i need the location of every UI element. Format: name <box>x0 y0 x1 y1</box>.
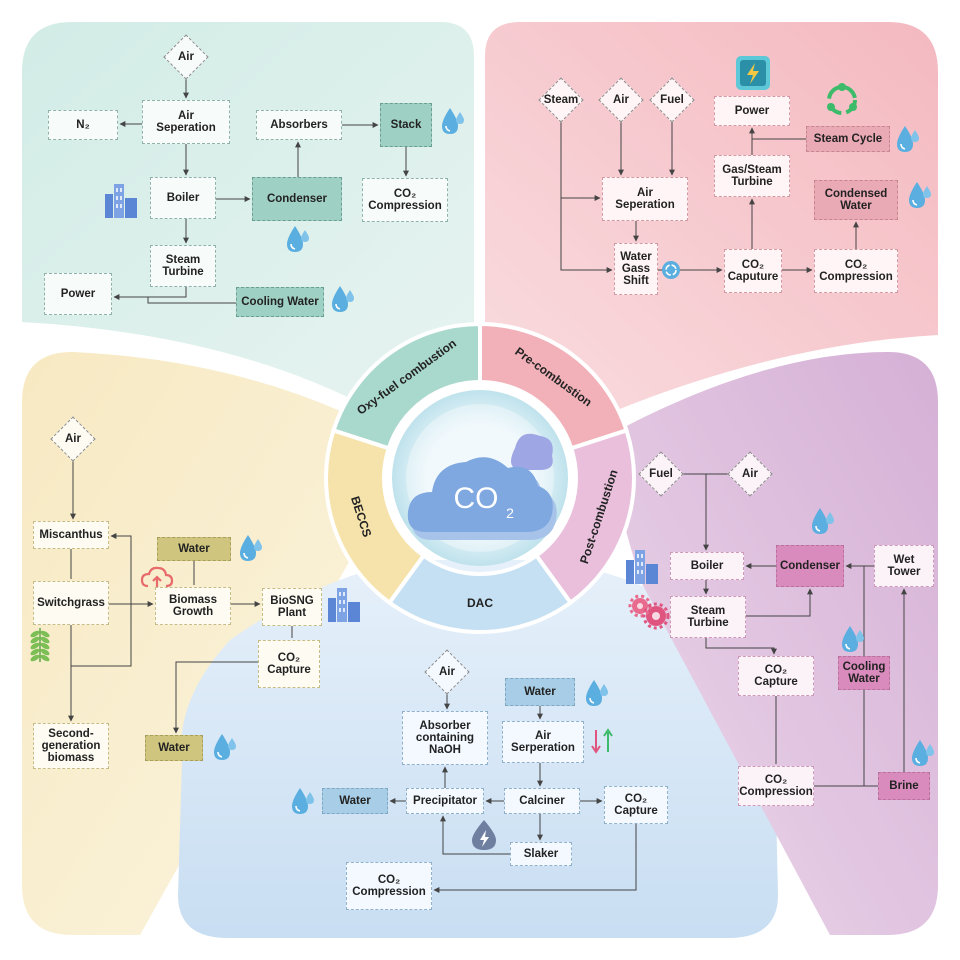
dac-precipitator-box: Precipitator <box>406 788 484 814</box>
post-turbine-to-capture <box>705 638 777 655</box>
dac-slaker-to-precip <box>440 815 510 855</box>
water-drop-icon <box>240 535 262 561</box>
beccs-air-label: Air <box>65 433 81 445</box>
arrows-icon <box>591 728 613 754</box>
dac-water-left-box: Water <box>322 788 388 814</box>
water-drop-icon <box>214 734 236 760</box>
pre-air-label: Air <box>613 94 629 106</box>
sector-beccs <box>324 427 427 606</box>
beccs-water-top-box: Water <box>157 537 231 561</box>
beccs-biomass-growth-box: Biomass Growth <box>155 587 231 625</box>
oxy-cooling-line <box>147 297 236 304</box>
energy-drop-icon <box>472 820 496 850</box>
pre-condensed-water-box: Condensed Water <box>814 180 898 220</box>
oxy-turbine-to-power <box>113 287 187 300</box>
water-drop-icon <box>897 126 919 152</box>
co2-subscript: 2 <box>506 505 514 521</box>
water-drop-icon <box>586 680 608 706</box>
pre-gas-steam-turbine-box: Gas/Steam Turbine <box>714 155 790 197</box>
pre-co2-compression-box: CO₂ Compression <box>814 249 898 293</box>
co2-cloud-icon: CO 2 <box>407 433 557 540</box>
precombustion-panel <box>485 22 938 430</box>
pre-steam-label: Steam <box>543 94 579 106</box>
post-steam-turbine-box: Steam Turbine <box>670 596 746 638</box>
post-air-label: Air <box>742 468 758 480</box>
beccs-miscanthus-box: Miscanthus <box>33 521 109 549</box>
post-boiler-box: Boiler <box>670 552 744 580</box>
dac-water-top-box: Water <box>505 678 575 706</box>
post-condenser-box: Condenser <box>776 545 844 587</box>
beccs-loop-misc <box>110 533 132 604</box>
water-drop-icon <box>842 626 864 652</box>
oxyfuel-air-label: Air <box>178 51 194 63</box>
leaf-icon <box>30 628 50 662</box>
oxyfuel-air-separation-box: Air Seperation <box>142 100 230 144</box>
water-drop-icon <box>442 108 464 134</box>
oxyfuel-steam-turbine-box: Steam Turbine <box>150 245 216 287</box>
cloud-upload-icon <box>140 566 174 588</box>
pre-power-box: Power <box>714 96 790 126</box>
water-drop-icon <box>332 286 354 312</box>
beccs-biosng-plant-box: BioSNG Plant <box>262 588 322 626</box>
beccs-panel <box>22 352 390 935</box>
water-drop-icon <box>912 740 934 766</box>
sector-label-dac: DAC <box>467 596 493 610</box>
water-drop-icon <box>909 182 931 208</box>
beccs-co2-capture-box: CO₂ Capture <box>258 640 320 688</box>
factory-icon <box>626 550 658 584</box>
recycle-icon <box>827 83 857 115</box>
post-cooling-water-box: Cooling Water <box>838 656 890 690</box>
oxyfuel-n2-box: N₂ <box>48 110 118 140</box>
post-co2-capture-box: CO₂ Capture <box>738 656 814 696</box>
factory-icon <box>105 184 137 218</box>
oxyfuel-absorbers-box: Absorbers <box>256 110 342 140</box>
oxyfuel-cooling-water-box: Cooling Water <box>236 287 324 317</box>
connectors <box>68 73 907 893</box>
pre-air-separation-box: Air Seperation <box>602 177 688 221</box>
beccs-capture-to-water <box>173 661 258 734</box>
water-drop-icon <box>292 788 314 814</box>
dac-slaker-box: Slaker <box>510 842 572 866</box>
pre-water-gas-shift-box: Water Gass Shift <box>614 243 658 295</box>
water-drop-icon <box>812 508 834 534</box>
dac-absorber-box: Absorber containing NaOH <box>402 711 488 765</box>
oxyfuel-co2-compression-box: CO₂ Compression <box>362 178 448 222</box>
post-co2-compression-box: CO₂ Compression <box>738 766 814 806</box>
post-wet-tower-box: Wet Tower <box>874 545 934 587</box>
co2-label: CO <box>454 482 499 515</box>
pre-steam-cycle-box: Steam Cycle <box>806 126 890 152</box>
dac-air-separation-box: Air Serperation <box>502 721 584 763</box>
oxyfuel-panel <box>22 22 474 425</box>
beccs-switchgrass-box: Switchgrass <box>33 581 109 625</box>
postcombustion-panel <box>600 352 938 935</box>
cycle-icon <box>662 261 680 279</box>
dac-calciner-box: Calciner <box>504 788 580 814</box>
gear-icon <box>628 594 670 630</box>
lightning-icon <box>736 56 770 90</box>
factory-icon <box>328 588 360 622</box>
dac-capture-to-compression <box>433 824 637 893</box>
dac-co2-capture-box: CO₂ Capture <box>604 786 668 824</box>
oxyfuel-condenser-box: Condenser <box>252 177 342 221</box>
post-brine-box: Brine <box>878 772 930 800</box>
pre-steam-to-shift <box>560 116 613 273</box>
post-turbine-to-condenser <box>746 588 813 617</box>
pre-fuel-label: Fuel <box>660 94 684 106</box>
dac-air-label: Air <box>439 666 455 678</box>
beccs-water-bottom-box: Water <box>145 735 203 761</box>
oxyfuel-boiler-box: Boiler <box>150 177 216 219</box>
beccs-loop-line <box>71 604 132 667</box>
oxyfuel-stack-box: Stack <box>380 103 432 147</box>
dac-co2-compression-box: CO₂ Compression <box>346 862 432 910</box>
water-drop-icon <box>287 226 309 252</box>
beccs-second-generation-box: Second- generation biomass <box>33 723 109 769</box>
oxyfuel-power-box: Power <box>44 273 112 315</box>
post-fuel-label: Fuel <box>649 468 673 480</box>
pre-co2-capture-box: CO₂ Caputure <box>724 249 782 293</box>
